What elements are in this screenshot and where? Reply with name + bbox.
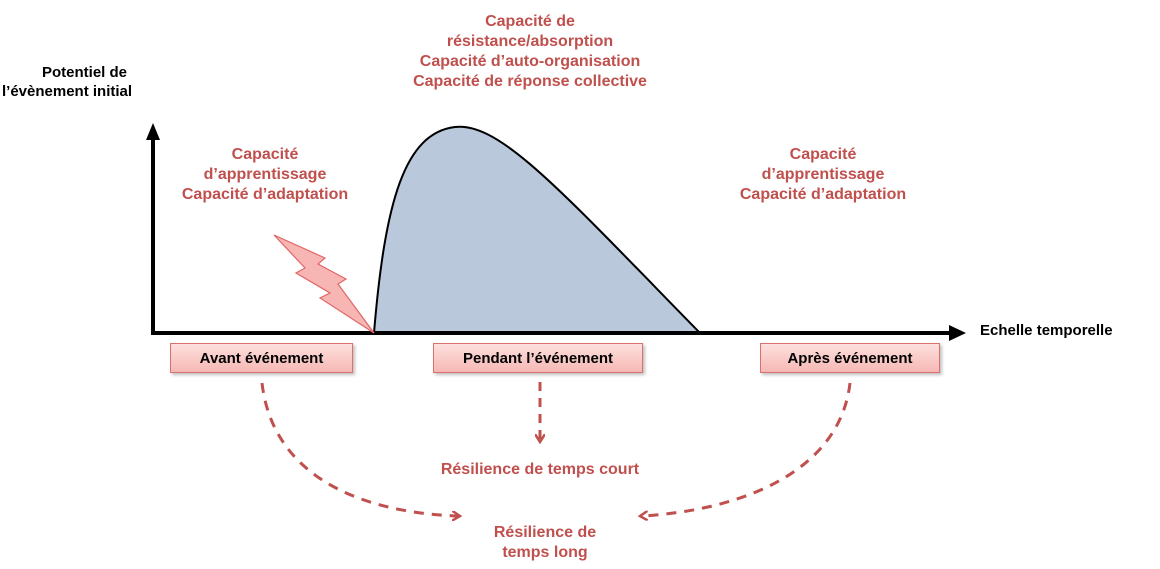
phase-during-box: Pendant l’événement (433, 343, 643, 373)
curve-capacities-line-1: Capacité de (485, 13, 575, 30)
long-term-resilience-line-2: temps long (502, 544, 588, 561)
y-axis-label-line-2: l’évènement initial (2, 82, 133, 100)
y-axis-label: Potentiel de l’évènement initial (2, 64, 132, 102)
curve-capacities-line-3: Capacité d’auto-organisation (419, 53, 641, 70)
after-capacities-line-2: d’apprentissage (761, 166, 885, 183)
lightning-bolt-icon (273, 234, 375, 334)
short-term-resilience-label: Résilience de temps court (440, 461, 640, 478)
before-capacities-text: Capacité d’apprentissage Capacité d’adap… (160, 145, 370, 205)
x-axis-arrowhead (949, 325, 966, 341)
y-axis-label-line-1: Potentiel de (42, 64, 128, 81)
after-capacities-line-1: Capacité (789, 146, 857, 163)
after-capacities-text: Capacité d’apprentissage Capacité d’adap… (718, 145, 928, 205)
before-capacities-line-1: Capacité (231, 146, 299, 163)
curve-capacities-text: Capacité de résistance/absorption Capaci… (380, 12, 680, 92)
long-term-resilience-line-1: Résilience de (493, 524, 597, 541)
long-term-resilience-label: Résilience de temps long (470, 523, 620, 563)
phase-after-box: Après événement (760, 343, 940, 373)
y-axis-arrowhead (146, 123, 160, 140)
arrow-before-to-long-term (260, 382, 458, 516)
phase-before-box: Avant événement (170, 343, 353, 373)
curve-capacities-line-4: Capacité de réponse collective (413, 73, 647, 90)
curve-capacities-line-2: résistance/absorption (446, 33, 614, 50)
after-capacities-line-3: Capacité d’adaptation (739, 186, 907, 203)
event-curve (372, 125, 703, 334)
x-axis-label: Echelle temporelle (980, 322, 1113, 339)
before-capacities-line-2: d’apprentissage (203, 166, 327, 183)
arrow-after-to-long-term (642, 382, 852, 516)
before-capacities-line-3: Capacité d’adaptation (181, 186, 349, 203)
